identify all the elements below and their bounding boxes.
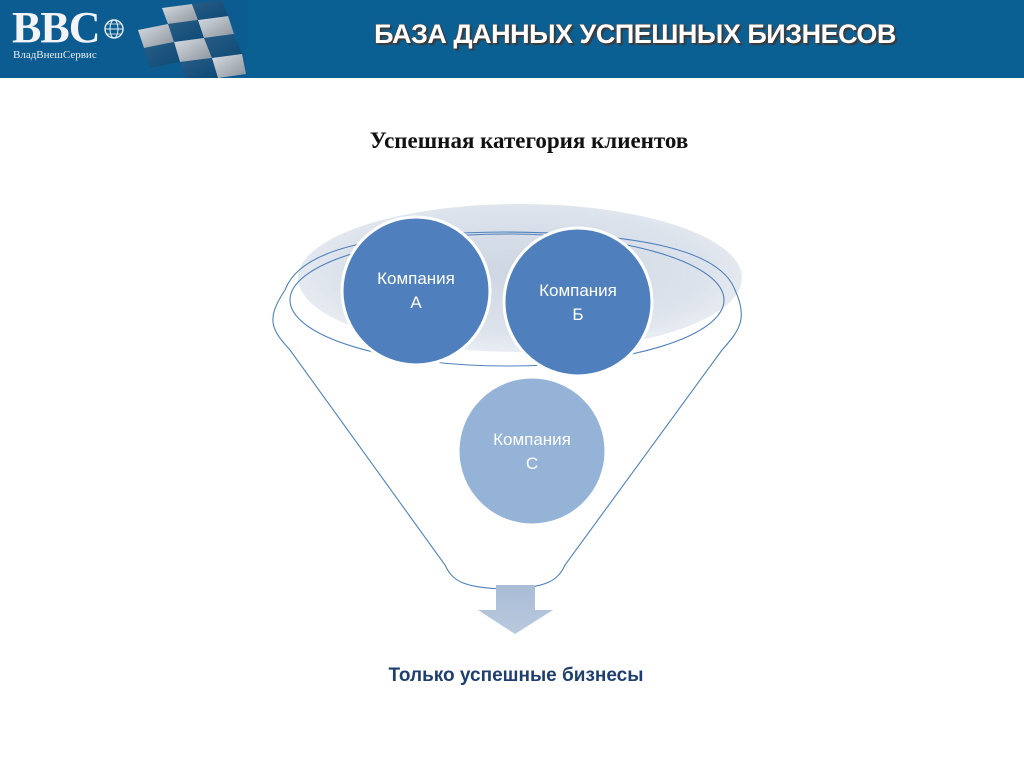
node-company-b: Компания Б [502, 226, 654, 378]
node-a-label-line2: А [410, 293, 422, 312]
header-bar: BBC ВладВнешСервис БАЗА ДАННЫХ УСПЕШНЫХ … [0, 0, 1024, 78]
node-a-label-line1: Компания [377, 269, 455, 288]
checkerboard-decoration [138, 0, 246, 78]
header-title: БАЗА ДАННЫХ УСПЕШНЫХ БИЗНЕСОВ [373, 18, 897, 49]
funnel-rim [289, 233, 725, 367]
node-company-c: Компания С [456, 375, 608, 527]
globe-icon [104, 19, 124, 39]
node-b-label-line1: Компания [539, 281, 617, 300]
funnel-result-label: Только успешные бизнесы [388, 665, 644, 686]
node-c-label-line1: Компания [493, 430, 571, 449]
logo-wordmark: BBC [12, 3, 100, 52]
company-logo: BBC ВладВнешСервис [0, 0, 246, 78]
down-arrow-icon [478, 585, 553, 634]
slide-title: Успешная категория клиентов [369, 128, 689, 153]
node-c-label-line2: С [526, 454, 538, 473]
logo-subtitle: ВладВнешСервис [13, 49, 97, 61]
node-b-label-line2: Б [572, 305, 583, 324]
node-company-a: Компания А [340, 215, 492, 367]
